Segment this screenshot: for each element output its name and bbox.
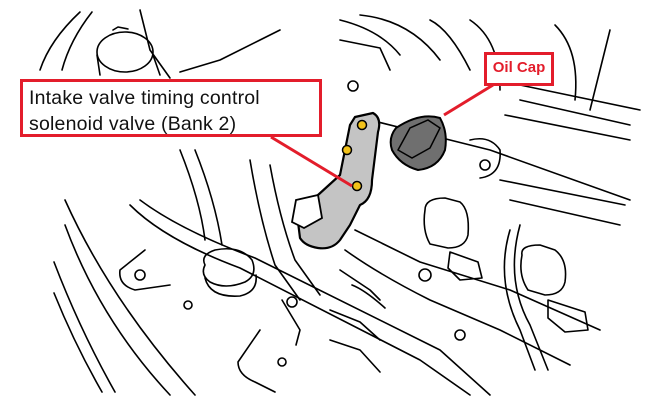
- pipe: [339, 19, 401, 56]
- bracket: [237, 329, 276, 393]
- bracket: [118, 249, 171, 291]
- pipe: [429, 19, 471, 71]
- oil-cap: [389, 115, 447, 172]
- fender-line: [64, 224, 171, 396]
- pipe: [589, 29, 611, 111]
- hose: [179, 29, 281, 73]
- oil-cap-label-text: Oil Cap: [492, 59, 546, 76]
- hole: [277, 357, 287, 367]
- clip: [339, 269, 381, 301]
- line-art: [39, 9, 641, 396]
- pipe: [519, 84, 641, 111]
- bolt: [454, 329, 466, 341]
- bolt: [479, 159, 491, 171]
- reservoir-tab: [112, 26, 129, 31]
- bolt: [418, 268, 432, 282]
- pipe: [359, 14, 441, 61]
- pipe: [504, 114, 631, 141]
- ignition-coil: [520, 244, 567, 296]
- oil-cap-callout-label: Oil Cap: [484, 52, 554, 86]
- bolt-icon: [351, 180, 363, 192]
- bolt: [347, 80, 359, 92]
- coil-connector: [547, 299, 589, 333]
- harness: [513, 224, 549, 371]
- hose: [249, 159, 301, 301]
- fender-line: [64, 199, 196, 396]
- valve-cover-edge: [509, 199, 621, 226]
- bracket: [339, 39, 391, 71]
- harness: [503, 229, 536, 371]
- oil-cap-leader-line: [443, 83, 494, 117]
- pipe: [329, 339, 381, 373]
- clip: [351, 284, 386, 309]
- fender-line: [61, 11, 93, 71]
- bracket: [281, 299, 301, 346]
- valve-cover-edge: [344, 249, 571, 366]
- solenoid-leader-line: [270, 135, 353, 188]
- fender-line: [53, 292, 103, 393]
- fender-line: [39, 11, 81, 71]
- hole: [183, 300, 193, 310]
- radiator-cap: [202, 247, 255, 287]
- pipe: [129, 204, 471, 396]
- hose: [269, 164, 321, 296]
- bracket-bolt: [134, 269, 146, 281]
- bolt-icon: [356, 119, 368, 131]
- valve-cover-edge: [499, 179, 626, 206]
- fender-line: [53, 261, 116, 393]
- bolt-icon: [341, 144, 353, 156]
- coil-connector: [447, 251, 483, 281]
- solenoid-connector: [290, 193, 323, 230]
- radiator-neck: [204, 274, 257, 297]
- solenoid-callout-label: Intake valve timing control solenoid val…: [20, 79, 322, 137]
- reservoir-body: [96, 54, 161, 76]
- hose: [179, 149, 206, 241]
- hose: [139, 9, 171, 79]
- bracket: [469, 137, 501, 179]
- hole: [286, 296, 298, 308]
- ignition-coil: [423, 197, 470, 249]
- solenoid-valve: [290, 111, 381, 250]
- reservoir-cap: [96, 31, 154, 73]
- valve-cover-edge: [354, 229, 601, 331]
- callout-line-2: solenoid valve (Bank 2): [29, 113, 237, 135]
- hose: [194, 149, 223, 246]
- pipe: [329, 309, 381, 341]
- callout-line-1: Intake valve timing control: [29, 87, 260, 109]
- pipe: [139, 199, 491, 396]
- pipe: [554, 24, 577, 101]
- pipe: [519, 99, 631, 126]
